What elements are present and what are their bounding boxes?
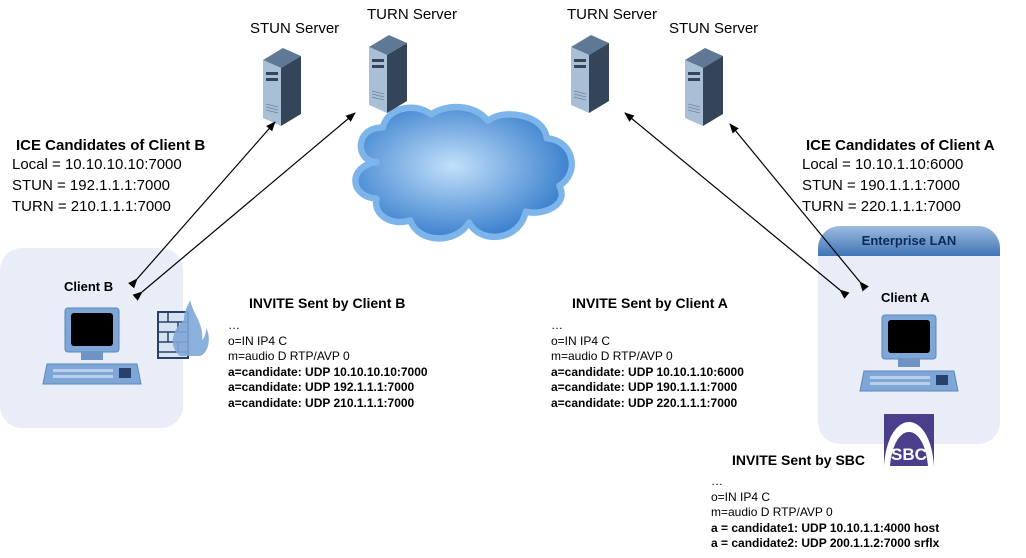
sdp-candidate-line: a=candidate: UDP 190.1.1.1:7000 bbox=[551, 380, 738, 394]
ice-client-b-stun: STUN = 192.1.1.1:7000 bbox=[12, 177, 171, 194]
invite-sbc-title: INVITE Sent by SBC bbox=[732, 452, 866, 468]
invite-client-a-body: … o=IN IP4 C m=audio D RTP/AVP 0 a=candi… bbox=[551, 318, 744, 411]
ice-candidates-client-b: ICE Candidates of Client B Local = 10.10… bbox=[12, 137, 205, 217]
sdp-candidate-line: a = candidate1: UDP 10.10.1.1:4000 host bbox=[711, 520, 940, 535]
sdp-line: … bbox=[711, 474, 723, 488]
sdp-line: m=audio D RTP/AVP 0 bbox=[228, 349, 350, 363]
invite-client-b-title: INVITE Sent by Client B bbox=[249, 295, 406, 311]
sdp-line: … bbox=[228, 318, 240, 332]
sbc-logo-icon: SBC bbox=[884, 414, 934, 466]
left-turn-server-icon bbox=[368, 34, 408, 114]
right-turn-server-icon bbox=[570, 34, 610, 114]
invite-client-b-body: … o=IN IP4 C m=audio D RTP/AVP 0 a=candi… bbox=[228, 318, 428, 411]
invite-client-a-title: INVITE Sent by Client A bbox=[572, 295, 728, 311]
right-turn-server-label: TURN Server bbox=[567, 6, 658, 23]
sdp-line: o=IN IP4 C bbox=[551, 333, 611, 348]
sdp-candidate-line: a=candidate: UDP 192.1.1.1:7000 bbox=[228, 380, 415, 394]
sdp-candidate-line: a=candidate: UDP 210.1.1.1:7000 bbox=[228, 395, 415, 410]
client-a-computer-icon bbox=[859, 314, 959, 392]
sbc-logo-text: SBC bbox=[891, 445, 927, 464]
sdp-candidate-line: a=candidate: UDP 220.1.1.1:7000 bbox=[551, 395, 738, 410]
sdp-line: m=audio D RTP/AVP 0 bbox=[711, 505, 833, 519]
ice-client-b-local: Local = 10.10.10.10:7000 bbox=[12, 156, 182, 173]
sdp-candidate-line: a=candidate: UDP 10.10.1.10:6000 bbox=[551, 364, 744, 379]
ice-client-a-title: ICE Candidates of Client A bbox=[806, 137, 995, 154]
left-turn-server-label: TURN Server bbox=[367, 6, 458, 23]
sdp-line: o=IN IP4 C bbox=[228, 333, 288, 348]
client-b-label: Client B bbox=[64, 279, 114, 294]
client-a-label: Client A bbox=[881, 290, 930, 305]
sdp-line: m=audio D RTP/AVP 0 bbox=[551, 349, 673, 363]
sdp-line: … bbox=[551, 318, 563, 332]
internet-cloud-icon bbox=[352, 103, 575, 242]
left-stun-server-icon bbox=[262, 47, 302, 127]
sdp-candidate-line: a = candidate2: UDP 200.1.1.2:7000 srflx bbox=[711, 536, 940, 550]
ice-candidates-client-a: ICE Candidates of Client A Local = 10.10… bbox=[802, 137, 995, 217]
right-stun-server-icon bbox=[684, 47, 724, 127]
sdp-candidate-line: a=candidate: UDP 10.10.10.10:7000 bbox=[228, 364, 428, 379]
ice-client-a-local: Local = 10.10.1.10:6000 bbox=[802, 156, 964, 173]
firewall-icon bbox=[157, 300, 209, 359]
ice-client-a-turn: TURN = 220.1.1.1:7000 bbox=[802, 198, 961, 215]
ice-client-b-turn: TURN = 210.1.1.1:7000 bbox=[12, 198, 171, 215]
arrow-client-b-turn bbox=[132, 112, 356, 301]
sdp-line: o=IN IP4 C bbox=[711, 489, 771, 504]
ice-client-a-stun: STUN = 190.1.1.1:7000 bbox=[802, 177, 961, 194]
invite-sbc-body: … o=IN IP4 C m=audio D RTP/AVP 0 a = can… bbox=[711, 474, 939, 552]
client-b-computer-icon bbox=[42, 307, 142, 385]
arrow-client-a-stun bbox=[729, 123, 869, 292]
left-stun-server-label: STUN Server bbox=[250, 20, 340, 37]
ice-client-b-title: ICE Candidates of Client B bbox=[16, 137, 206, 154]
right-stun-server-label: STUN Server bbox=[669, 20, 759, 37]
